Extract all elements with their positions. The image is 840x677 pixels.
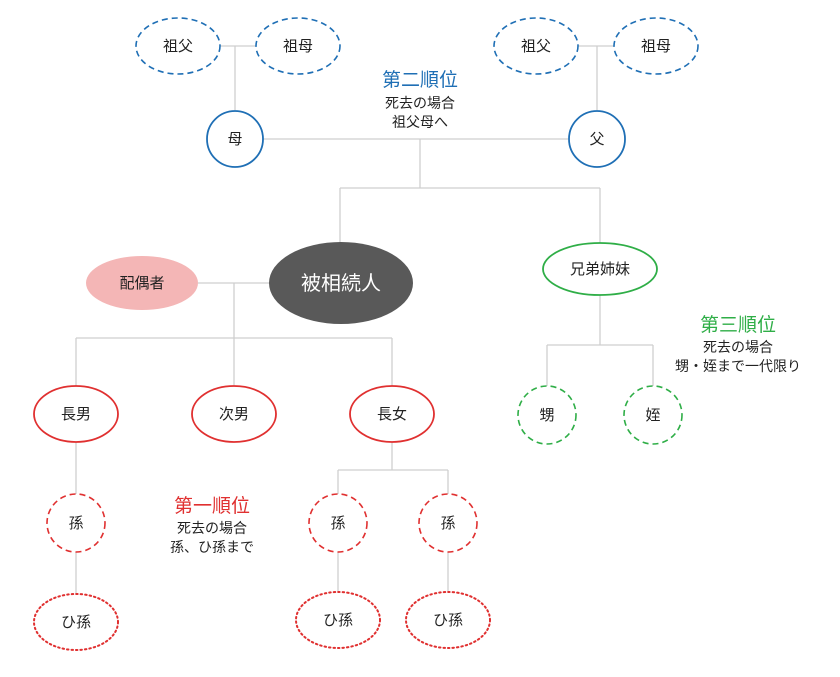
siblings-node: 兄弟姉妹 [542, 242, 658, 296]
grandfather-left-label: 祖父 [163, 37, 193, 55]
eldest-son-label: 長男 [61, 405, 91, 423]
third-rank-note-1: 死去の場合 [703, 340, 773, 356]
mother-node: 母 [206, 110, 264, 168]
second-rank-note-2: 祖父母へ [392, 115, 448, 131]
grandfather-right-label: 祖父 [521, 37, 551, 55]
third-rank-title: 第三順位 [700, 314, 776, 336]
eldest-daughter-node: 長女 [349, 385, 435, 443]
eldest-daughter-label: 長女 [377, 405, 407, 423]
first-rank-note-1: 死去の場合 [177, 521, 247, 537]
eldest-son-node: 長男 [33, 385, 119, 443]
decedent-node: 被相続人 [269, 242, 413, 324]
great-grandchild-c-node: ひ孫 [405, 591, 491, 649]
grandchild-a-node: 孫 [46, 493, 106, 553]
spouse-node: 配偶者 [86, 256, 198, 310]
third-rank-note-2: 甥・姪まで一代限り [675, 359, 801, 375]
great-grandchild-b-label: ひ孫 [323, 611, 353, 629]
second-son-label: 次男 [219, 405, 249, 423]
grandchild-b-node: 孫 [308, 493, 368, 553]
niece-label: 姪 [645, 406, 660, 424]
grandmother-right-label: 祖母 [641, 37, 671, 55]
father-node: 父 [568, 110, 626, 168]
first-rank-annotation: 第一順位 死去の場合 孫、ひ孫まで [170, 495, 254, 556]
connector-lines [75, 45, 654, 594]
second-rank-title: 第二順位 [382, 69, 458, 91]
nephew-node: 甥 [517, 385, 577, 445]
first-rank-title: 第一順位 [174, 495, 250, 517]
grandmother-right-node: 祖母 [613, 17, 699, 75]
third-rank-annotation: 第三順位 死去の場合 甥・姪まで一代限り [675, 314, 801, 375]
mother-label: 母 [227, 130, 242, 148]
grandchild-b-label: 孫 [330, 514, 345, 532]
second-rank-note-1: 死去の場合 [385, 96, 455, 112]
grandmother-left-node: 祖母 [255, 17, 341, 75]
grandchild-c-label: 孫 [440, 514, 455, 532]
grandfather-right-node: 祖父 [493, 17, 579, 75]
first-rank-note-2: 孫、ひ孫まで [170, 540, 254, 556]
decedent-label: 被相続人 [301, 271, 381, 295]
grandchild-a-label: 孫 [68, 514, 83, 532]
great-grandchild-a-node: ひ孫 [33, 593, 119, 651]
nephew-label: 甥 [539, 406, 554, 424]
great-grandchild-c-label: ひ孫 [433, 611, 463, 629]
grandchild-c-node: 孫 [418, 493, 478, 553]
father-label: 父 [589, 130, 604, 148]
siblings-label: 兄弟姉妹 [570, 260, 630, 278]
great-grandchild-b-node: ひ孫 [295, 591, 381, 649]
grandmother-left-label: 祖母 [283, 37, 313, 55]
second-son-node: 次男 [191, 385, 277, 443]
second-rank-annotation: 第二順位 死去の場合 祖父母へ [382, 69, 458, 131]
grandfather-left-node: 祖父 [135, 17, 221, 75]
niece-node: 姪 [623, 385, 683, 445]
spouse-label: 配偶者 [119, 274, 164, 292]
great-grandchild-a-label: ひ孫 [61, 613, 91, 631]
